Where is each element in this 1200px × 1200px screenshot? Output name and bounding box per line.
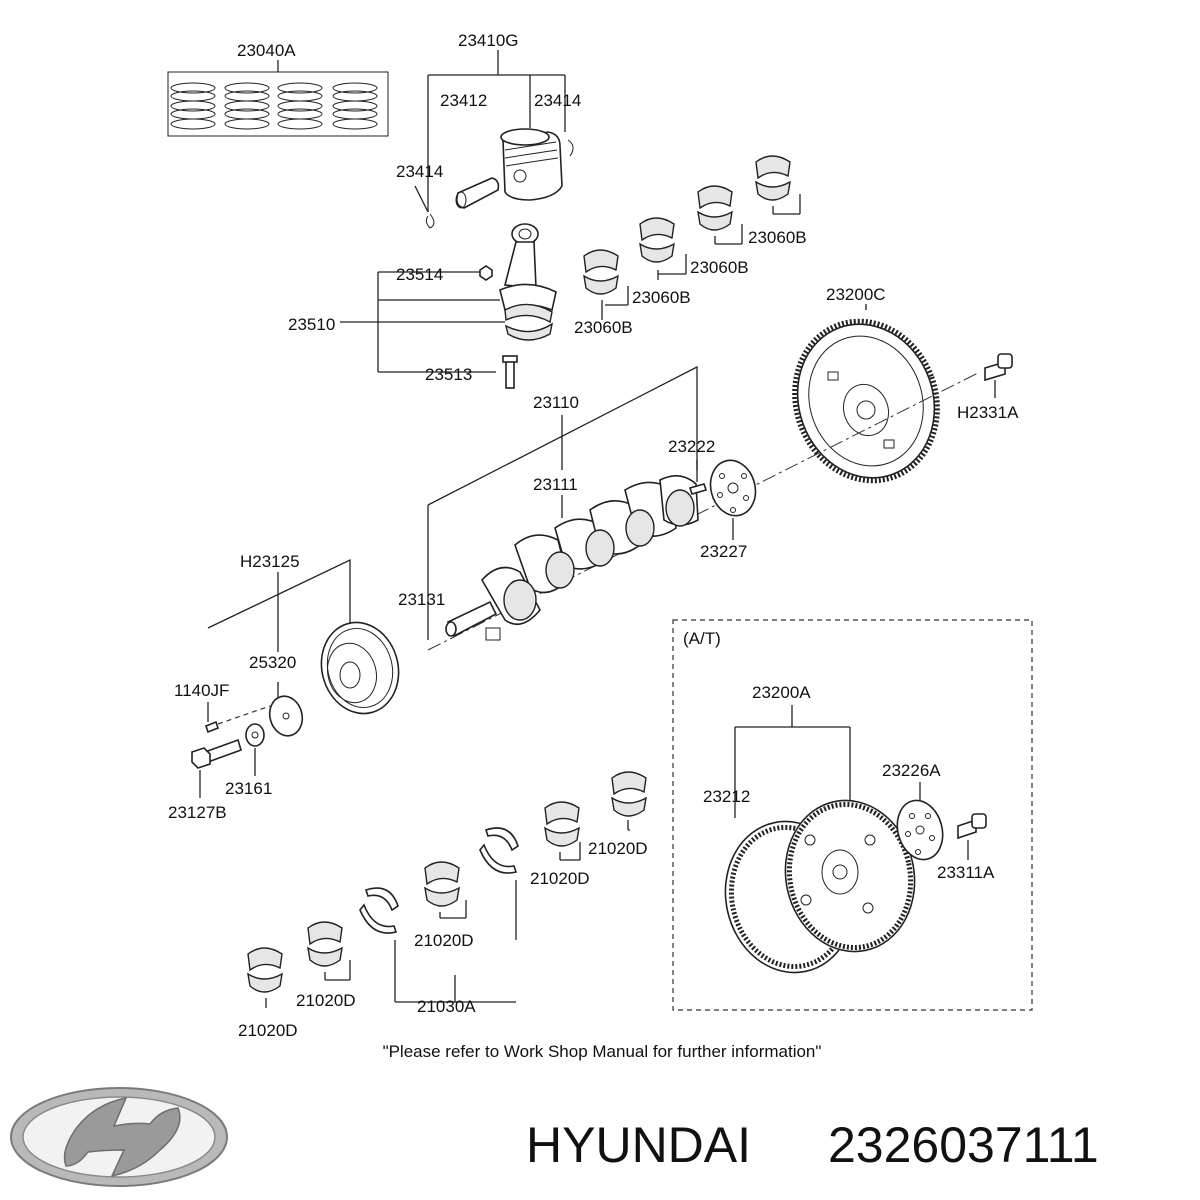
label-23111: 23111 — [533, 475, 578, 494]
automatic-transmission-box — [672, 619, 1033, 1011]
piston-ring-set — [167, 60, 389, 137]
crank-pulley — [191, 558, 400, 798]
label-21020D-2: 21020D — [530, 869, 590, 888]
label-23412: 23412 — [440, 91, 487, 110]
flywheel-mt — [792, 304, 1013, 484]
piston-assembly — [414, 50, 574, 229]
label-at: (A/T) — [683, 629, 721, 648]
label-23127B: 23127B — [168, 803, 227, 822]
hyundai-logo — [10, 1087, 228, 1187]
label-23414-right: 23414 — [534, 91, 581, 110]
label-23414-left: 23414 — [396, 162, 443, 181]
label-23212: 23212 — [703, 787, 750, 806]
label-21020D-1: 21020D — [588, 839, 648, 858]
label-23311A: 23311A — [937, 863, 995, 882]
label-23200A: 23200A — [752, 683, 811, 702]
label-25320: 25320 — [249, 653, 296, 672]
label-23040A: 23040A — [237, 41, 296, 60]
connecting-rod — [340, 223, 557, 389]
label-1140JF: 1140JF — [174, 681, 229, 700]
label-23161: 23161 — [225, 779, 272, 798]
label-23227: 23227 — [700, 542, 747, 561]
main-bearing-shells — [247, 771, 647, 1008]
label-23060B-2: 23060B — [632, 288, 691, 307]
label-21020D-4: 21020D — [296, 991, 356, 1010]
label-23226A: 23226A — [882, 761, 941, 780]
label-23410G: 23410G — [458, 31, 519, 50]
conrod-bearing-shells — [583, 155, 801, 320]
label-H2331A: H2331A — [957, 403, 1019, 422]
label-23060B-4: 23060B — [748, 228, 807, 247]
label-H23125: H23125 — [240, 552, 300, 571]
label-23513: 23513 — [425, 365, 472, 384]
label-21030A: 21030A — [417, 997, 476, 1016]
label-21020D-3: 21020D — [414, 931, 474, 950]
label-23514: 23514 — [396, 265, 443, 284]
part-labels: 23040A 23410G 23412 23414 23414 23514 23… — [168, 31, 1019, 1061]
label-23060B-1: 23060B — [574, 318, 633, 337]
label-23060B-3: 23060B — [690, 258, 749, 277]
label-21020D-5: 21020D — [238, 1021, 298, 1040]
part-number: 2326037111 — [828, 1117, 1099, 1173]
footer-note: "Please refer to Work Shop Manual for fu… — [383, 1042, 822, 1061]
label-23200C: 23200C — [826, 285, 886, 304]
label-23222: 23222 — [668, 437, 715, 456]
brand-name: HYUNDAI — [526, 1117, 751, 1173]
label-23510: 23510 — [288, 315, 335, 334]
label-23110: 23110 — [533, 393, 579, 412]
label-23131: 23131 — [398, 590, 445, 609]
crankshaft — [427, 365, 981, 651]
